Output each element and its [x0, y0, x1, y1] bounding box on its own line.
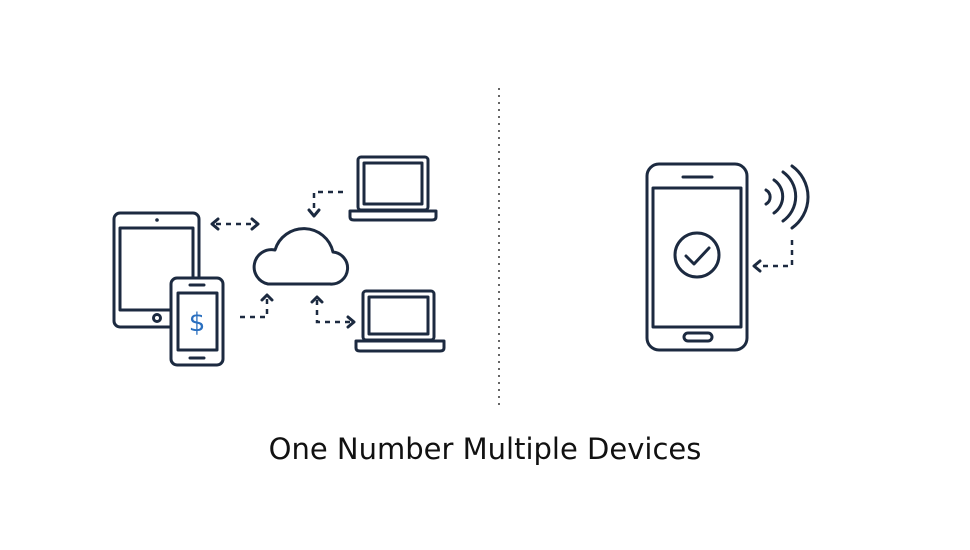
laptop-icon — [348, 155, 438, 222]
phone-check-icon — [645, 162, 749, 352]
phone-dollar-icon: $ — [169, 276, 225, 367]
wireless-signal-icon — [764, 164, 810, 230]
arrow-right-icon — [310, 295, 356, 329]
arrow-left-icon — [752, 240, 794, 273]
dollar-icon: $ — [189, 308, 206, 338]
bidirectional-arrow-icon — [210, 217, 260, 231]
arrow-up-icon — [240, 293, 274, 319]
caption: One Number Multiple Devices — [268, 432, 702, 466]
laptop-icon — [354, 289, 446, 353]
arrow-down-icon — [307, 190, 343, 218]
tablet-icon — [112, 211, 201, 329]
cloud-icon — [252, 227, 349, 286]
